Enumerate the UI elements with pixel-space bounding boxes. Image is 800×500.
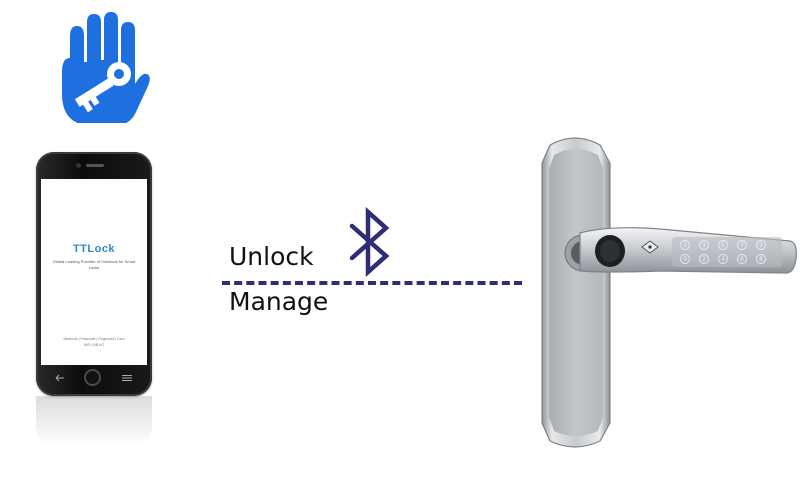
keypad-button: [680, 240, 690, 250]
keypad-digit: 1: [683, 242, 687, 249]
keypad-digit: 4: [721, 256, 725, 263]
keypad-digit: 3: [702, 242, 706, 249]
keypad-digit: 8: [759, 256, 763, 263]
keypad-digit: 9: [759, 242, 763, 249]
smart-lock-image: 1 3 5 7 9 0 2 4 6 8: [541, 137, 797, 448]
hand-key-logo-icon: [62, 12, 150, 123]
phone-screen: TTLock Global Leading Provider of Soluti…: [41, 179, 147, 365]
features-line-2: WiFi | NB-IoT: [83, 343, 105, 347]
menu-icon[interactable]: [121, 374, 133, 382]
keypad-button: [756, 254, 766, 264]
keypad-button: [756, 240, 766, 250]
keypad-digit: 0: [683, 256, 687, 263]
manage-label: Manage: [229, 287, 329, 316]
keypad-digit: 7: [740, 242, 744, 249]
keypad-button: [737, 254, 747, 264]
keypad-button: [737, 240, 747, 250]
smartphone: TTLock Global Leading Provider of Soluti…: [36, 152, 152, 396]
keypad-digit: 5: [721, 242, 725, 249]
app-title: TTLock: [72, 243, 116, 255]
bluetooth-icon: [349, 206, 390, 278]
app-features: Bluetooth | Passcode | Fingerprint | Car…: [45, 336, 143, 348]
connection-line: [222, 281, 522, 285]
keypad-button: [718, 254, 728, 264]
keypad-button: [718, 240, 728, 250]
unlock-label: Unlock: [229, 242, 314, 271]
app-tagline: Global Leading Provider of Solutions for…: [52, 259, 136, 270]
keypad-button: [680, 254, 690, 264]
front-camera: [76, 163, 81, 168]
home-button[interactable]: [84, 369, 101, 386]
phone-reflection: [36, 396, 152, 446]
back-icon[interactable]: [54, 374, 66, 382]
keypad-button: [699, 240, 709, 250]
keypad-button: [699, 254, 709, 264]
keypad-digit: 6: [740, 256, 744, 263]
phone-speaker: [86, 164, 104, 167]
features-line-1: Bluetooth | Passcode | Fingerprint | Car…: [63, 337, 125, 341]
keypad-digit: 2: [702, 256, 706, 263]
